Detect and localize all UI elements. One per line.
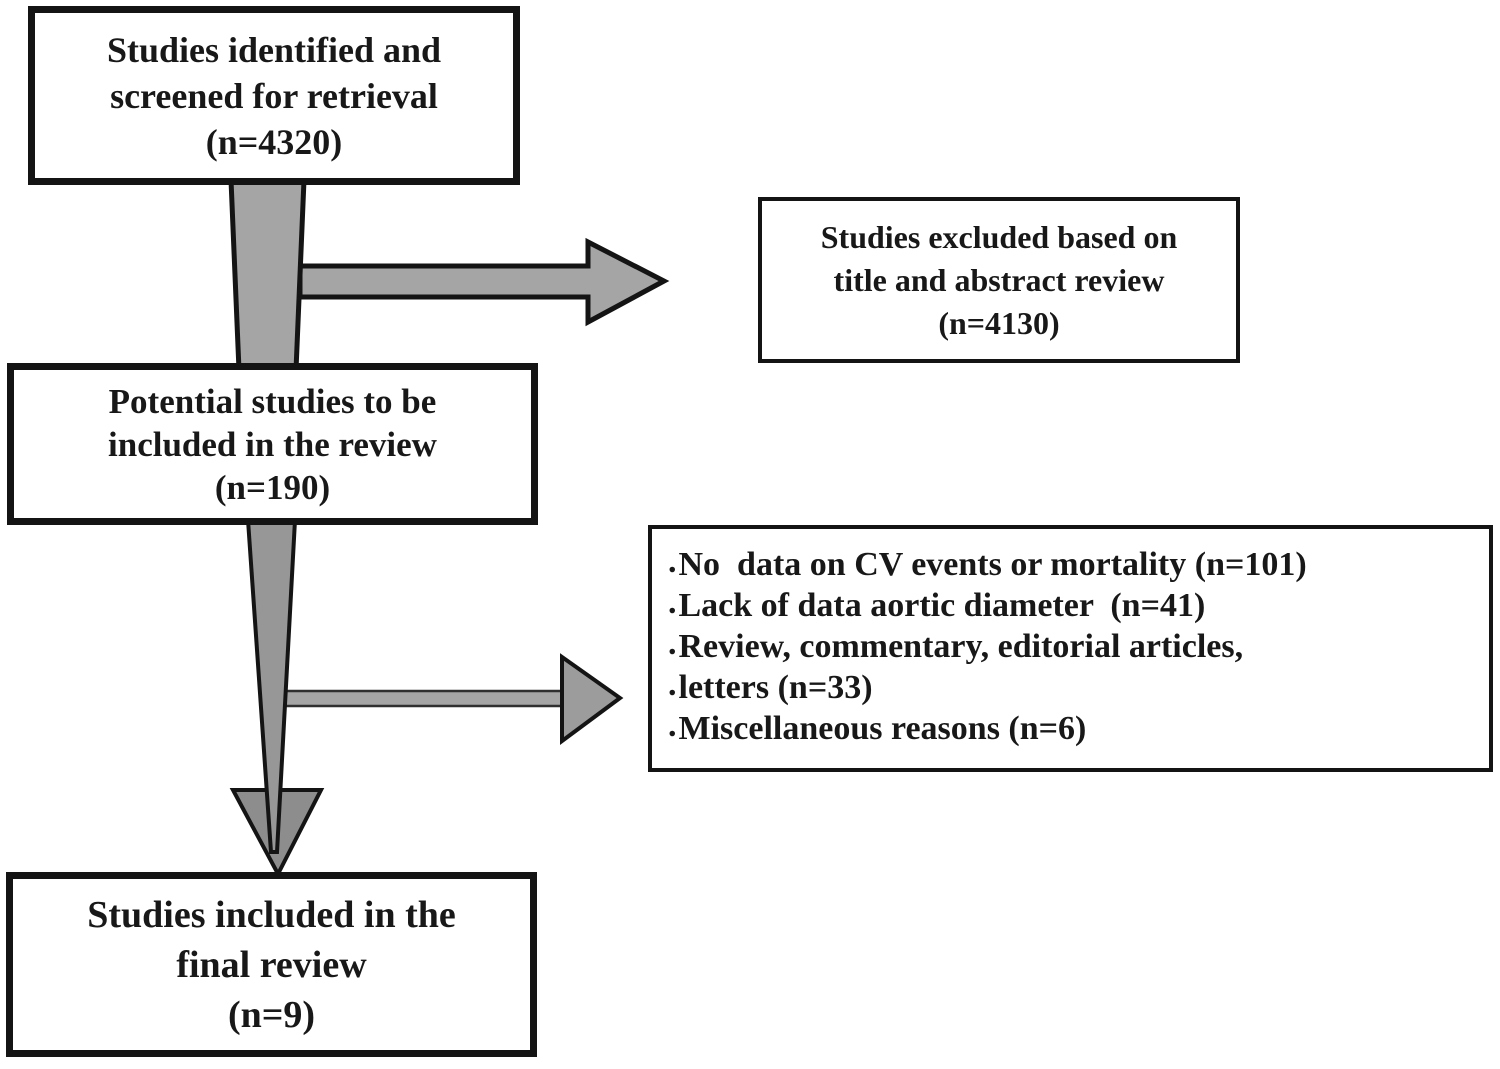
bullet-dot: . bbox=[668, 666, 677, 703]
exclusion-reason-text: Miscellaneous reasons (n=6) bbox=[678, 710, 1087, 747]
exclusion-reason-list: .No data on CV events or mortality (n=10… bbox=[668, 543, 1307, 749]
bullet-dot: . bbox=[668, 543, 677, 580]
bullet-dot: . bbox=[668, 625, 677, 662]
box-exclusion-reasons: .No data on CV events or mortality (n=10… bbox=[648, 525, 1493, 772]
box-studies-identified: Studies identified and screened for retr… bbox=[28, 6, 520, 185]
exclusion-reason-text: Review, commentary, editorial articles, bbox=[678, 628, 1244, 665]
exclusion-reason-item: .No data on CV events or mortality (n=10… bbox=[668, 543, 1307, 585]
exclusion-reason-item: .Lack of data aortic diameter (n=41) bbox=[668, 584, 1307, 626]
exclusion-reason-item: .letters (n=33) bbox=[668, 666, 1307, 708]
box-line: final review bbox=[176, 943, 367, 986]
bullet-dot: . bbox=[668, 707, 677, 744]
box-count: (n=4130) bbox=[938, 304, 1060, 341]
box-line: Studies identified and bbox=[106, 29, 442, 70]
box-count: (n=4320) bbox=[205, 121, 343, 162]
box-line: Studies excluded based on bbox=[820, 218, 1178, 255]
connector-identified-to-potential bbox=[228, 177, 307, 373]
box-studies-excluded: Studies excluded based on title and abst… bbox=[758, 197, 1240, 363]
arrow-to-reasons-head bbox=[560, 653, 624, 745]
exclusion-reason-text: Lack of data aortic diameter (n=41) bbox=[678, 587, 1206, 624]
box-line: Studies included in the bbox=[87, 893, 456, 936]
exclusion-reason-text: letters (n=33) bbox=[678, 669, 873, 706]
exclusion-reason-item: .Miscellaneous reasons (n=6) bbox=[668, 707, 1307, 749]
bullet-dot: . bbox=[668, 584, 677, 621]
arrow-to-reasons-shaft bbox=[280, 689, 568, 708]
exclusion-reason-item: .Review, commentary, editorial articles, bbox=[668, 625, 1307, 667]
box-count: (n=9) bbox=[227, 993, 316, 1036]
box-line: included in the review bbox=[108, 424, 437, 464]
box-count: (n=190) bbox=[214, 467, 331, 507]
exclusion-reason-text: No data on CV events or mortality (n=101… bbox=[678, 546, 1307, 583]
arrow-to-excluded-box bbox=[297, 237, 670, 327]
box-line: screened for retrieval bbox=[110, 75, 438, 116]
box-studies-final: Studies included in the final review (n=… bbox=[6, 872, 537, 1057]
box-line: title and abstract review bbox=[833, 261, 1165, 298]
box-line: Potential studies to be bbox=[108, 381, 437, 421]
box-potential-studies: Potential studies to be included in the … bbox=[7, 363, 538, 525]
